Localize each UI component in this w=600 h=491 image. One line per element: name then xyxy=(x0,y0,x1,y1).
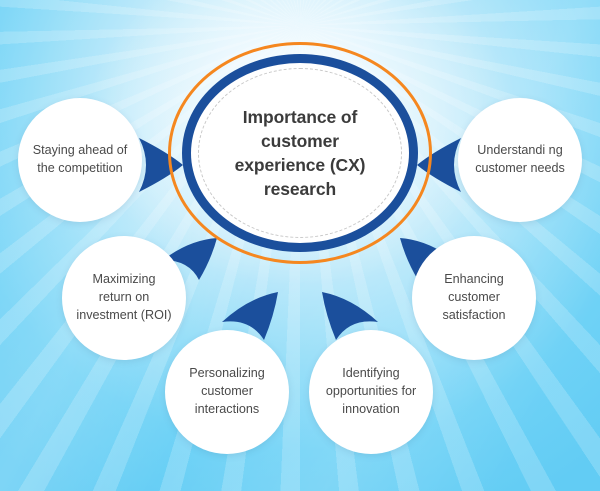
node-personalizing-interactions[interactable]: Personalizing customer interactions xyxy=(165,330,289,454)
node-label: Personalizing customer interactions xyxy=(189,366,265,416)
node-inner-disc: Understandi ng customer needs xyxy=(463,103,577,217)
node-enhancing-satisfaction[interactable]: Enhancing customer satisfaction xyxy=(412,236,536,360)
node-maximizing-roi[interactable]: Maximizing return on investment (ROI) xyxy=(62,236,186,360)
node-inner-disc: Identifying opportunities for innovation xyxy=(314,335,428,449)
node-label: Enhancing customer satisfaction xyxy=(442,272,506,322)
hub-title: Importance of customer experience (CX) r… xyxy=(234,106,366,200)
node-inner-disc: Enhancing customer satisfaction xyxy=(417,241,531,355)
hub-outer-ring xyxy=(168,42,432,264)
node-label: Staying ahead of the competition xyxy=(32,143,128,175)
node-inner-disc: Personalizing customer interactions xyxy=(170,335,284,449)
node-inner-disc: Staying ahead of the competition xyxy=(23,103,137,217)
hub-disc: Importance of customer experience (CX) r… xyxy=(198,68,402,238)
node-label: Identifying opportunities for innovation xyxy=(325,366,417,416)
node-inner-disc: Maximizing return on investment (ROI) xyxy=(67,241,181,355)
node-understanding-customer-needs[interactable]: Understandi ng customer needs xyxy=(458,98,582,222)
node-staying-ahead[interactable]: Staying ahead of the competition xyxy=(18,98,142,222)
center-hub[interactable]: Importance of customer experience (CX) r… xyxy=(168,42,432,264)
node-label: Maximizing return on investment (ROI) xyxy=(76,272,172,322)
node-identifying-opportunities[interactable]: Identifying opportunities for innovation xyxy=(309,330,433,454)
node-label: Understandi ng customer needs xyxy=(475,143,565,175)
